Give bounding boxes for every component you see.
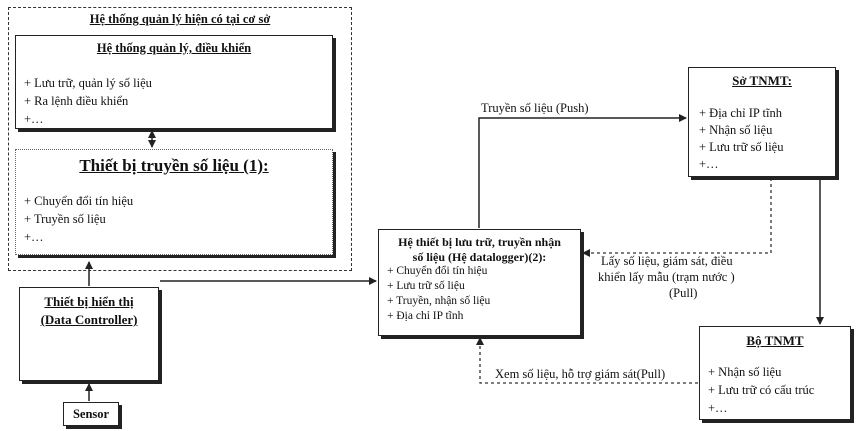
arrow-view <box>476 337 698 384</box>
management-item: +… <box>24 112 44 126</box>
so-tnmt-item: + Nhận số liệu <box>699 123 773 137</box>
datalogger-line2: số liệu (Hệ datalogger)(2): <box>412 250 547 264</box>
arrow-push <box>478 114 687 228</box>
so-tnmt-item: + Lưu trữ số liệu <box>699 140 784 154</box>
so-tnmt-title: Sở TNMT: <box>732 73 792 88</box>
datalogger-item: + Lưu trữ số liệu <box>387 280 465 292</box>
bo-tnmt-item: + Lưu trữ có cấu trúc <box>708 383 815 397</box>
bo-tnmt-title: Bộ TNMT <box>746 333 804 348</box>
pull-label-line3: (Pull) <box>669 286 698 300</box>
existing-system-group: Hệ thống quản lý hiện có tại cơ sở <box>8 7 352 271</box>
transmission-item: + Chuyển đổi tín hiệu <box>24 194 134 208</box>
datalogger-item: + Truyền, nhận số liệu <box>387 295 491 307</box>
transmission-item: +… <box>24 230 44 244</box>
display-controller-box: Thiết bị hiển thị (Data Controller) <box>19 287 159 381</box>
push-label: Truyền số liệu (Push) <box>481 101 589 115</box>
transmission-item: + Truyền số liệu <box>24 212 106 226</box>
existing-system-title: Hệ thống quản lý hiện có tại cơ sở <box>89 12 271 26</box>
datalogger-item: + Địa chỉ IP tĩnh <box>387 310 464 322</box>
bo-tnmt-box: Bộ TNMT + Nhận số liệu + Lưu trữ có cấu … <box>699 326 851 420</box>
management-title: Hệ thống quản lý, điều khiển <box>96 41 252 55</box>
pull-label-line2: khiển lấy mẫu (trạm nước ) <box>598 270 735 284</box>
datalogger-line1: Hệ thiết bị lưu trữ, truyền nhận <box>398 235 561 249</box>
so-tnmt-item: + Địa chỉ IP tĩnh <box>699 106 782 120</box>
datalogger-box: Hệ thiết bị lưu trữ, truyền nhận số liệu… <box>378 229 581 336</box>
bo-tnmt-item: +… <box>708 401 728 415</box>
view-label: Xem số liệu, hỗ trợ giám sát(Pull) <box>495 367 666 381</box>
so-tnmt-box: Sở TNMT: + Địa chỉ IP tĩnh + Nhận số liệ… <box>688 67 836 177</box>
display-line1: Thiết bị hiển thị <box>44 294 134 309</box>
sensor-box: Sensor <box>63 402 119 426</box>
pull-label-line1: Lấy số liệu, giám sát, điều <box>601 254 733 268</box>
display-line2: (Data Controller) <box>40 312 138 327</box>
so-tnmt-item: +… <box>699 157 719 171</box>
management-item: + Ra lệnh điều khiển <box>24 94 129 108</box>
arrow-pull <box>582 178 772 257</box>
bo-tnmt-item: + Nhận số liệu <box>708 365 782 379</box>
management-item: + Lưu trữ, quản lý số liệu <box>24 76 152 90</box>
datalogger-item: + Chuyển đổi tín hiệu <box>387 265 488 277</box>
transmission-title: Thiết bị truyền số liệu (1): <box>79 156 269 175</box>
management-box: Hệ thống quản lý, điều khiển + Lưu trữ, … <box>15 35 333 129</box>
transmission-box: Thiết bị truyền số liệu (1): + Chuyển đổ… <box>15 149 333 255</box>
sensor-label: Sensor <box>72 407 110 421</box>
